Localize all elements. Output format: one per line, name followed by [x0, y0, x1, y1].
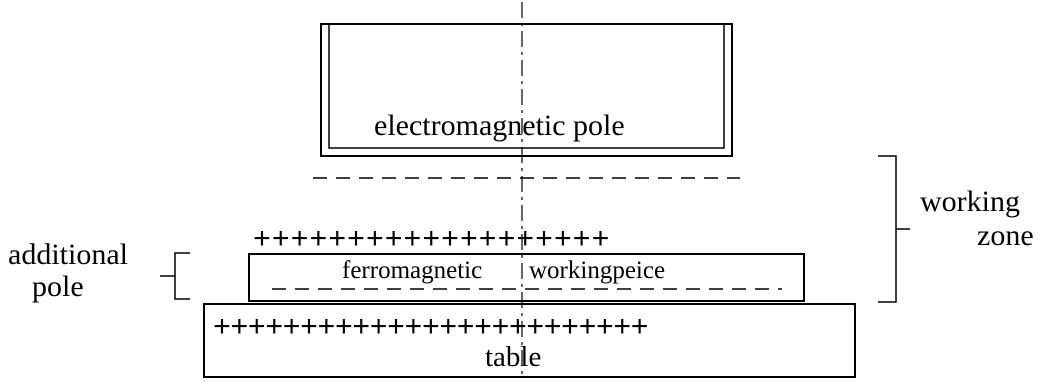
table-block [203, 303, 856, 378]
workingpiece-label: workingpeice [529, 257, 666, 284]
electromagnetic-pole-block [320, 23, 733, 157]
electromagnetic-pole-label: electromagnetic pole [374, 109, 625, 142]
working-label: working [920, 185, 1020, 218]
table-positive-charges: +++++++++++++++++++++++++ [213, 312, 649, 346]
additional-pole-bracket [160, 252, 190, 300]
zone-label: zone [977, 219, 1034, 252]
additional-label: additional [8, 238, 128, 271]
working-zone-bracket [878, 155, 910, 303]
workpiece-block [248, 253, 805, 302]
workpiece-positive-charges: +++++++++++++++++++ [253, 224, 611, 258]
ferromagnetic-label: ferromagnetic [342, 257, 483, 284]
pole-label: pole [32, 270, 84, 303]
table-label: table [485, 341, 542, 373]
